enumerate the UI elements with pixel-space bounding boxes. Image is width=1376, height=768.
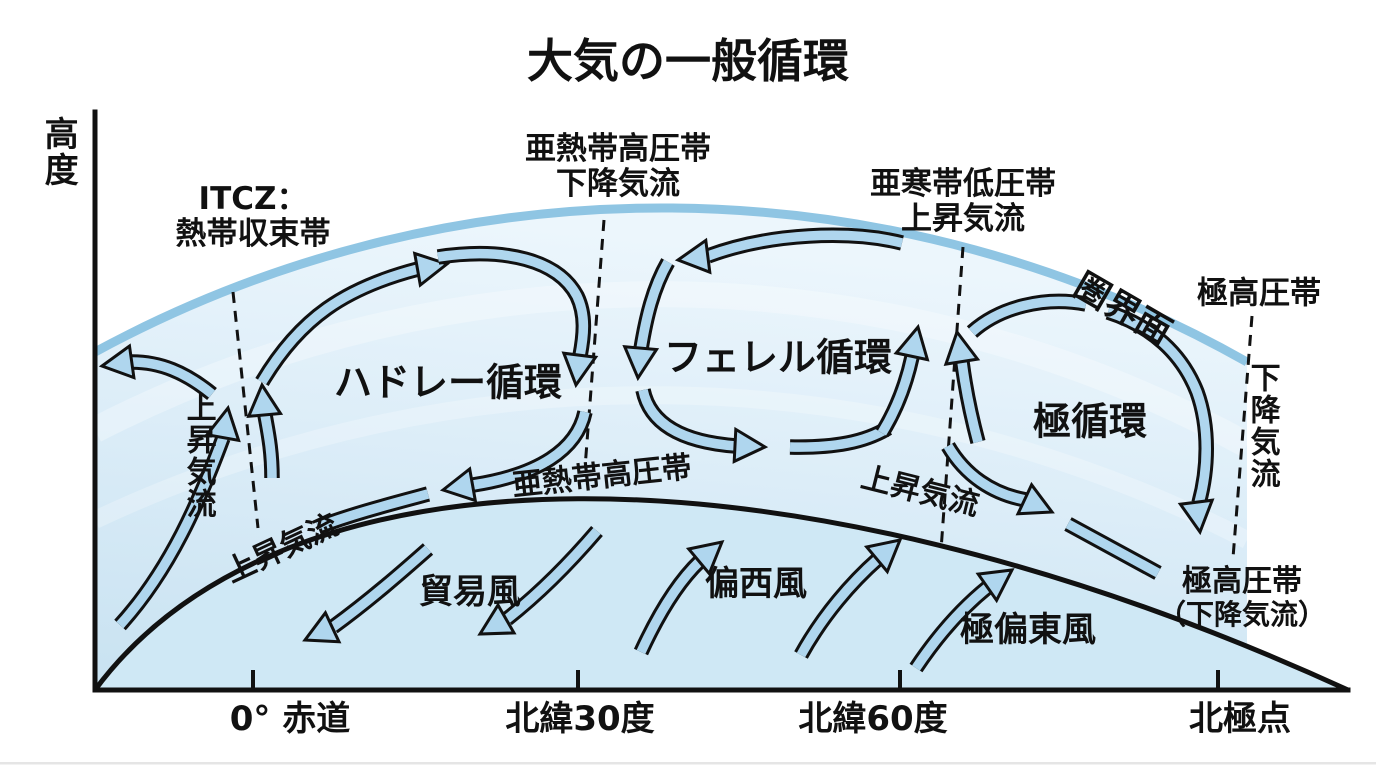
pole-dashed-line [1231, 315, 1254, 559]
polar-high-surface-line2: （下降気流） [1157, 597, 1327, 631]
itcz-label: ITCZ： 熱帯収束帯 [176, 182, 331, 251]
polar-easterlies-label: 極偏東風 [960, 609, 1096, 650]
y-axis-label: 高度 [38, 116, 79, 188]
hadley-cell-arrows [98, 246, 599, 631]
lat60-dashed-line [939, 246, 965, 551]
flow-arrows [98, 227, 1215, 673]
x-tick-pole: 北極点 [1189, 698, 1291, 739]
itcz-label-line1: ITCZ： [198, 181, 308, 217]
subpolar-low-label: 亜寒帯低圧帯 上昇気流 [870, 167, 1056, 236]
tropopause-band [92, 203, 1250, 366]
trade-winds-label: 貿易風 [419, 571, 521, 612]
lat30-dashed-line [583, 219, 606, 469]
x-tick-lat60: 北緯60度 [798, 698, 948, 739]
polar-high-upper-label: 極高圧帯 [1197, 275, 1321, 312]
itcz-label-line2: 熱帯収束帯 [175, 215, 331, 252]
itcz-dashed-line [231, 291, 260, 529]
ferrel-cell-arrows [622, 227, 930, 464]
surface-wind-arrows [302, 525, 1015, 673]
westerlies-label: 偏西風 [705, 563, 807, 604]
updraft-equator-vertical-label: 上昇気流 [180, 392, 216, 520]
axis-ticks [251, 670, 1220, 690]
subtropical-high-upper-line2: 下降気流 [556, 165, 680, 202]
earth-surface-line [92, 496, 1350, 693]
subpolar-low-line1: 亜寒帯低圧帯 [870, 166, 1056, 202]
axes [92, 109, 1351, 693]
polar-high-surface-line1: 極高圧帯 [1181, 564, 1302, 599]
x-tick-lat30: 北緯30度 [505, 698, 655, 739]
polar-cell-arrows [941, 293, 1215, 580]
subpolar-low-line2: 上昇気流 [901, 200, 1025, 237]
x-tick-equator: 0° 赤道 [229, 698, 351, 739]
dashed-guides [231, 219, 1254, 559]
polar-high-surface-label: 極高圧帯 （下降気流） [1158, 565, 1326, 630]
hadley-cell-label: ハドレー循環 [333, 360, 563, 405]
ferrel-cell-label: フェレル循環 [663, 335, 893, 380]
downdraft-pole-vertical-label: 下降気流 [1244, 362, 1280, 490]
polar-cell-label: 極循環 [1032, 399, 1148, 444]
subtropical-high-upper-line1: 亜熱帯高圧帯 [525, 131, 711, 167]
bottom-edge [0, 762, 1376, 765]
earth-region [95, 498, 1348, 690]
subtropical-high-upper-label: 亜熱帯高圧帯 下降気流 [525, 132, 711, 201]
page-title: 大気の一般循環 [527, 34, 849, 89]
